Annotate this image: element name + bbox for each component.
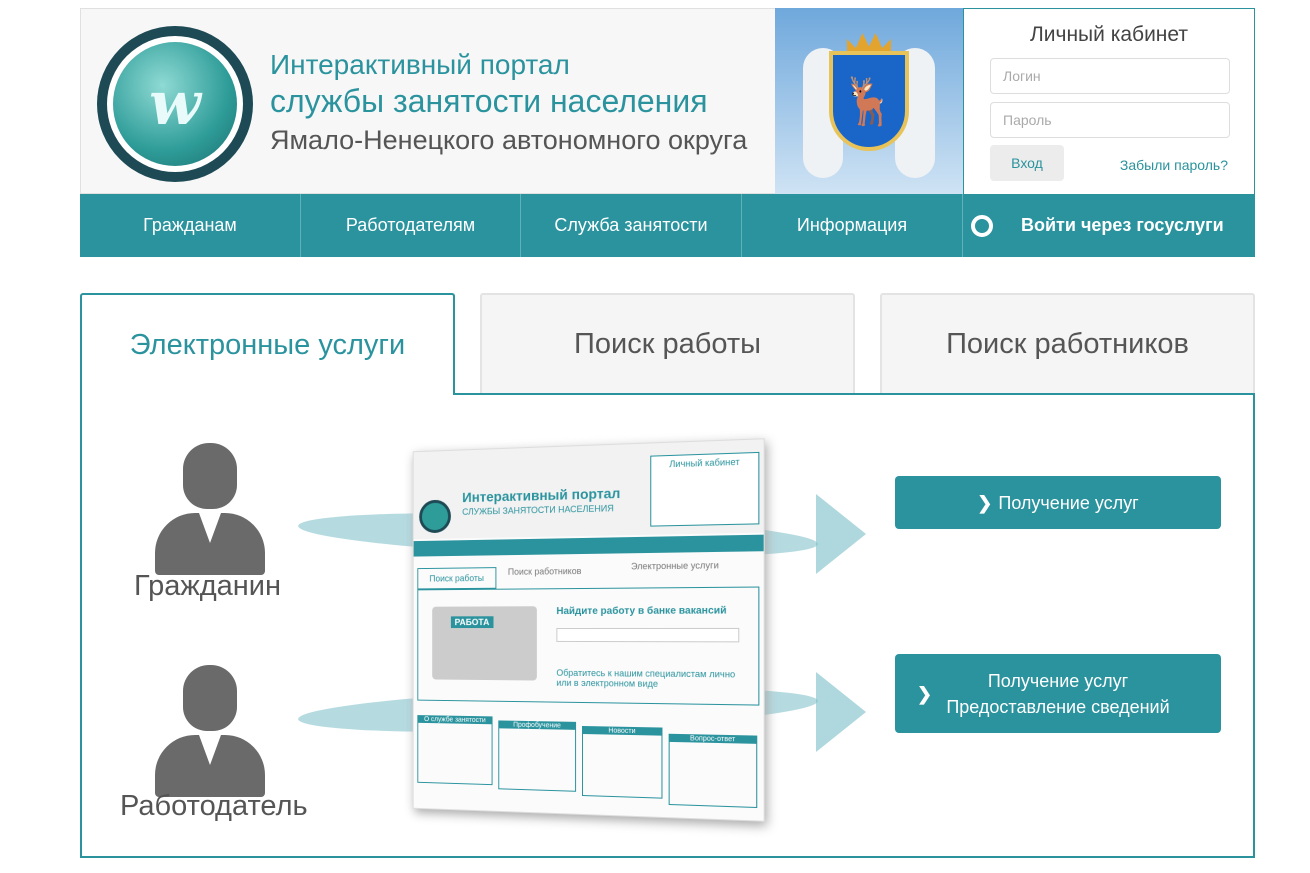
portal-logo[interactable]: w — [97, 26, 253, 182]
coat-of-arms-image: 🦌 — [775, 8, 963, 194]
main-nav: Гражданам Работодателям Служба занятости… — [80, 194, 1255, 257]
tab-e-services[interactable]: Электронные услуги — [80, 293, 455, 395]
nav-citizens[interactable]: Гражданам — [80, 194, 301, 257]
employer-label: Работодатель — [120, 790, 308, 823]
gosuslugi-label: Войти через госуслуги — [1021, 215, 1224, 236]
title-line3: Ямало-Ненецкого автономного округа — [270, 125, 747, 156]
gosuslugi-icon — [971, 215, 993, 237]
chevron-right-icon: ❯ — [977, 490, 992, 516]
gosuslugi-login-button[interactable]: Войти через госуслуги — [963, 194, 1255, 257]
forgot-password-link[interactable]: Забыли пароль? — [1120, 157, 1228, 173]
login-title: Личный кабинет — [964, 23, 1254, 47]
arrow-head-icon — [816, 494, 866, 574]
title-line2: службы занятости населения — [270, 83, 708, 120]
mock-cabinet: Личный кабинет — [650, 452, 759, 527]
employer-services-line2: Предоставление сведений — [946, 694, 1169, 720]
password-input[interactable] — [990, 102, 1230, 138]
citizen-label: Гражданин — [134, 570, 281, 603]
employer-icon — [155, 665, 265, 797]
mock-box: О службе занятости — [418, 716, 491, 724]
nav-information[interactable]: Информация — [742, 194, 963, 257]
citizen-icon — [155, 443, 265, 575]
mock-box: Профобучение — [499, 721, 575, 729]
citizen-services-button[interactable]: ❯ Получение услуг — [895, 476, 1221, 529]
mock-tab: Поиск работников — [508, 566, 581, 577]
mock-tab: Поиск работы — [417, 567, 496, 589]
tab-worker-search[interactable]: Поиск работников — [880, 293, 1255, 393]
citizen-services-label: Получение услуг — [998, 490, 1138, 516]
mock-box: Новости — [583, 727, 661, 736]
mock-contact: Обратитесь к нашим специалистам лично ил… — [556, 668, 739, 690]
employer-services-button[interactable]: ❯ Получение услугПредоставление сведений — [895, 654, 1221, 733]
login-input[interactable] — [990, 58, 1230, 94]
nav-employers[interactable]: Работодателям — [301, 194, 521, 257]
portal-preview-image: Интерактивный портал СЛУЖБЫ ЗАНЯТОСТИ НА… — [413, 438, 765, 822]
mock-find: Найдите работу в банке вакансий — [556, 605, 726, 617]
mock-badge: РАБОТА — [451, 616, 493, 628]
login-button[interactable]: Вход — [990, 145, 1064, 181]
employer-services-line1: Получение услуг — [946, 668, 1169, 694]
title-line1: Интерактивный портал — [270, 49, 570, 81]
mock-box: Вопрос-ответ — [670, 735, 757, 744]
mock-tab: Электронные услуги — [631, 560, 719, 571]
arrow-head-icon — [816, 672, 866, 752]
deer-shield-icon: 🦌 — [829, 51, 909, 151]
chevron-right-icon: ❯ — [917, 681, 932, 707]
nav-employment-service[interactable]: Служба занятости — [521, 194, 742, 257]
tab-job-search[interactable]: Поиск работы — [480, 293, 855, 393]
login-panel: Личный кабинет Вход Забыли пароль? — [963, 8, 1255, 194]
